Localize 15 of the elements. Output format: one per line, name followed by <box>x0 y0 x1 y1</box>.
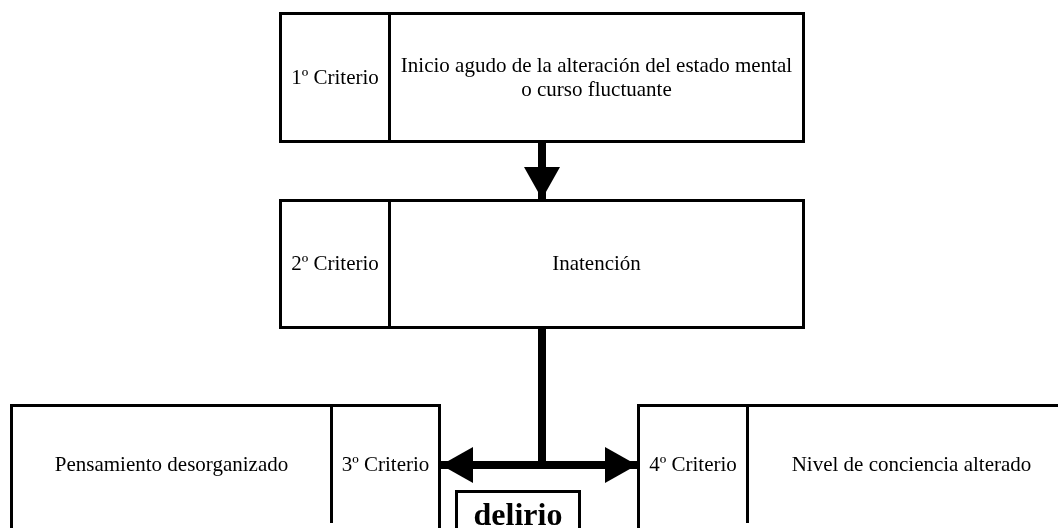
criterion-number: 4º Criterio <box>649 453 737 477</box>
criterion-box <box>279 12 805 143</box>
diagnosis-label: delirio <box>473 497 563 528</box>
criterion-text: Inicio agudo de la alteración del estado mental o curso fluctuante <box>399 54 794 101</box>
criterion-text: Pensamiento desorganizado <box>54 453 289 477</box>
arrow <box>524 143 560 199</box>
criterion-text: Nivel de conciencia alterado <box>791 453 1032 477</box>
criterion-box <box>10 404 441 528</box>
label-box <box>455 490 581 528</box>
criterion-number: 1º Criterio <box>291 65 379 90</box>
criterion-number: 3º Criterio <box>341 453 430 477</box>
criterion-text: Inatención <box>552 252 641 276</box>
criterion-box <box>279 199 805 329</box>
criterion-box <box>637 404 1058 528</box>
criterion-number: 2º Criterio <box>291 252 379 276</box>
